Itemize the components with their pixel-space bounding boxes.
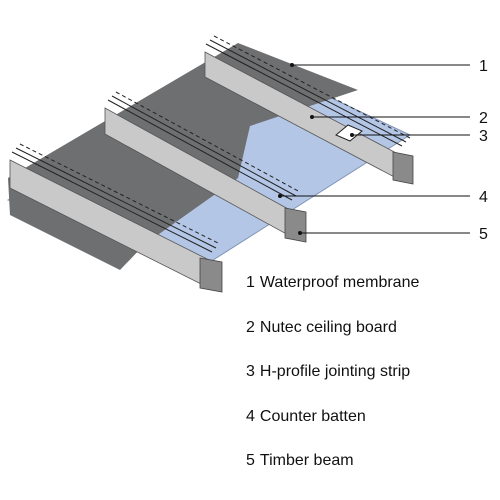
leader-dots — [278, 63, 354, 235]
timber-beam-front — [9, 159, 223, 293]
legend-label: Counter batten — [259, 407, 366, 425]
legend-number: 3 — [246, 363, 255, 380]
callout-number-4: 4 — [479, 189, 488, 206]
callout-number-3: 3 — [479, 128, 488, 145]
legend-number: 4 — [246, 407, 255, 425]
legend-number: 2 — [246, 318, 255, 336]
legend-label: Nutec ceiling board — [259, 318, 397, 336]
leader-lines — [280, 64, 470, 234]
legend-label: H-profile jointing strip — [259, 363, 411, 380]
callout-number-5: 5 — [479, 226, 488, 243]
timber-beam-back — [204, 51, 414, 185]
legend-label: Waterproof membrane — [259, 274, 420, 291]
h-profile-jointing-strip — [335, 124, 363, 142]
legend-number: 5 — [246, 452, 255, 469]
callout-number-1: 1 — [479, 58, 488, 75]
counter-battens — [11, 35, 411, 253]
legend-label: Timber beam — [259, 452, 354, 469]
callout-number-2: 2 — [479, 110, 488, 127]
legend-number: 1 — [246, 274, 255, 291]
